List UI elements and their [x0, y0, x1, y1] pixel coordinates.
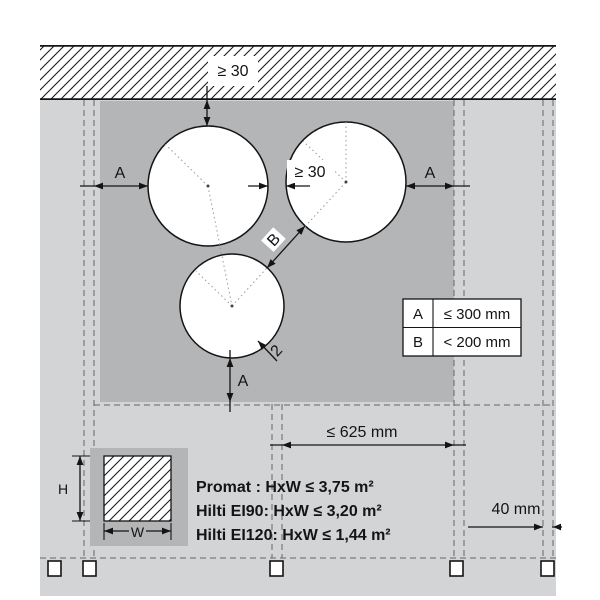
arrow-left-icon [406, 182, 415, 190]
dim-a-left-label: A [115, 165, 126, 182]
arrow-down-icon [226, 393, 234, 402]
table-cell-b-value: < 200 mm [443, 334, 510, 351]
dim-a-right: A [406, 165, 470, 190]
dim-max-width: ≤ 625 mm [270, 424, 466, 449]
table-cell-a-value: ≤ 300 mm [444, 306, 511, 323]
legend-table: A ≤ 300 mm B < 200 mm [402, 298, 522, 357]
arrow-right-icon [445, 441, 454, 449]
note-line-2: Hilti EI90: HxW ≤ 3,20 m² [196, 503, 382, 520]
arrow-right-icon [139, 182, 148, 190]
arrow-right-icon [445, 182, 454, 190]
arrow-right-icon [259, 182, 268, 190]
arrow-upleft-icon [258, 341, 267, 350]
arrow-left-icon [104, 527, 113, 535]
dim-pipe-gap: ≥ 30 [248, 160, 333, 190]
table-cell-a-label: A [413, 306, 423, 323]
dim-stud-width: 40 mm [468, 501, 562, 531]
arrow-downleft-icon [267, 259, 276, 268]
pipe-centers [206, 180, 348, 308]
dim-a-right-label: A [425, 165, 436, 182]
approval-notes: Promat : HxW ≤ 3,75 m² Hilti EI90: HxW ≤… [196, 479, 391, 544]
arrow-down-icon [203, 117, 211, 126]
dim-a-bottom-label: A [238, 373, 249, 390]
arrow-left-icon [553, 523, 561, 531]
arrow-up-icon [226, 358, 234, 367]
arrow-up-icon [203, 100, 211, 109]
opening-core-hatch [103, 455, 172, 522]
note-line-3: Hilti EI120: HxW ≤ 1,44 m² [196, 527, 391, 544]
opening-detail: H W [58, 448, 188, 546]
anchor-squares [47, 560, 555, 577]
arrow-up-icon [76, 456, 84, 465]
dim-w-label: W [131, 524, 145, 540]
arrow-right-icon [162, 527, 171, 535]
dim-pipe-gap-label: ≥ 30 [294, 164, 325, 181]
anchor-square [449, 560, 464, 577]
arrow-upright-icon [296, 226, 305, 235]
anchor-square [269, 560, 284, 577]
dim-a-left: A [80, 165, 148, 190]
dim-top-gap-label-bg [208, 56, 258, 86]
arrow-left-icon [286, 182, 295, 190]
arrow-left-icon [94, 182, 103, 190]
arrow-right-icon [534, 523, 543, 531]
arrow-down-icon [76, 512, 84, 521]
dim-a-bottom: A [226, 350, 249, 412]
dim-b-label-bg [261, 227, 286, 253]
anchor-square [47, 560, 62, 577]
anchor-square [82, 560, 97, 577]
dim-max-width-label: ≤ 625 mm [326, 424, 397, 441]
arrow-left-icon [282, 441, 291, 449]
ceiling-hatch-band [40, 45, 556, 100]
dim-pipe-gap-label-bg [287, 160, 333, 183]
dim-b: B [261, 225, 306, 269]
dim-h-label: H [58, 481, 68, 497]
dim-top-gap: ≥ 30 [203, 56, 258, 126]
table-cell-b-label: B [413, 334, 423, 351]
dim-stud-width-label: 40 mm [492, 501, 541, 518]
note-line-1: Promat : HxW ≤ 3,75 m² [196, 479, 374, 496]
anchor-square [540, 560, 555, 577]
dim-top-gap-label: ≥ 30 [217, 63, 248, 80]
construction-lines [163, 122, 347, 307]
